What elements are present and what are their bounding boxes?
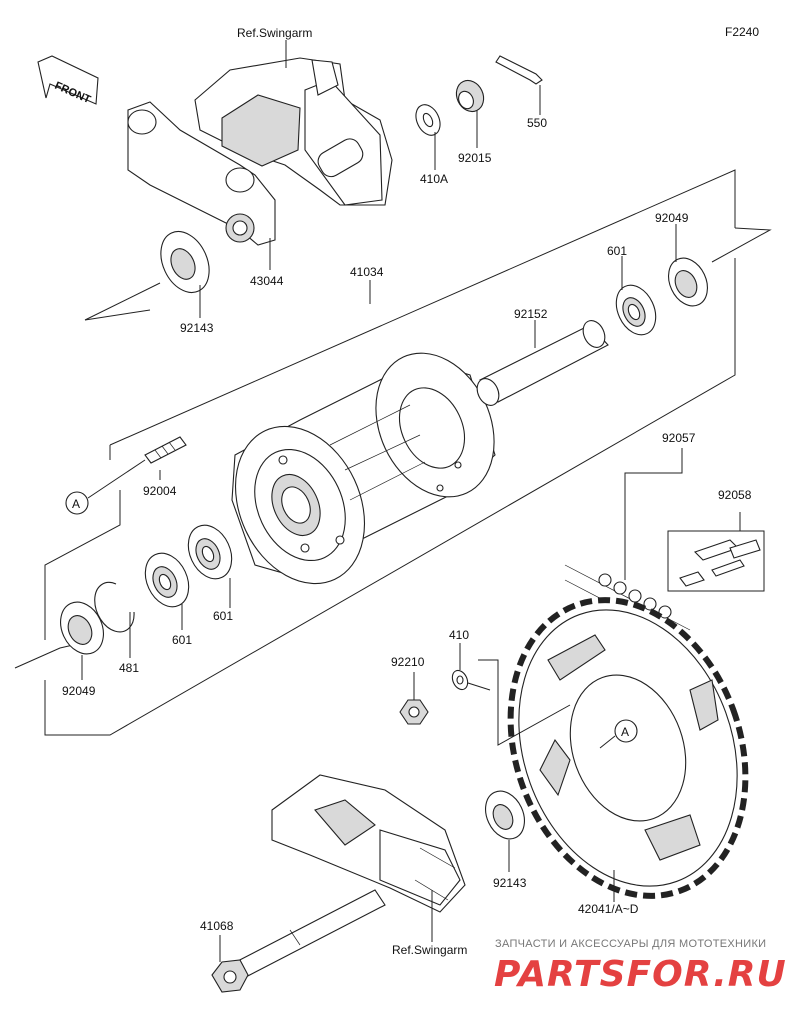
label-92049-top: 92049	[655, 211, 689, 225]
cotter-pin-550	[495, 55, 543, 85]
bearing-601-low	[144, 552, 190, 608]
label-481: 481	[119, 661, 139, 675]
bearing-601-mid	[187, 524, 233, 580]
label-92143-top: 92143	[180, 321, 214, 335]
front-arrow-icon: FRONT	[37, 55, 99, 106]
collar-92143-bottom	[485, 790, 525, 840]
svg-text:PARTSFOR.RU: PARTSFOR.RU	[494, 954, 787, 994]
stud-92004	[144, 436, 187, 464]
label-43044: 43044	[250, 274, 284, 288]
master-link-box	[667, 530, 765, 592]
label-410a: 410A	[420, 172, 448, 186]
callout-a-right-label: A	[621, 725, 629, 739]
label-550: 550	[527, 116, 547, 130]
chain-adjuster-link	[127, 101, 276, 246]
label-92004: 92004	[143, 484, 177, 498]
washer-410	[451, 669, 469, 691]
label-410: 410	[449, 628, 469, 642]
label-92210: 92210	[391, 655, 425, 669]
label-601-low: 601	[172, 633, 192, 647]
bearing-601-top	[615, 284, 657, 336]
label-92057: 92057	[662, 431, 696, 445]
label-92015: 92015	[458, 151, 492, 165]
nut-92015	[455, 79, 485, 113]
oil-seal-92049-top	[668, 257, 708, 307]
swingarm-bottom-adjuster	[271, 774, 466, 913]
axle-41068	[211, 889, 386, 993]
callout-a-right: A	[599, 719, 638, 749]
ref-swingarm-bottom: Ref.Swingarm	[392, 943, 467, 957]
label-92058: 92058	[718, 488, 752, 502]
callout-a-left-label: A	[72, 497, 80, 511]
label-92049-bottom: 92049	[62, 684, 96, 698]
label-92143-bottom: 92143	[493, 876, 527, 890]
callout-a-left: A	[65, 459, 146, 515]
sprocket-42041	[507, 597, 749, 899]
label-41068: 41068	[200, 919, 234, 933]
rear-hub-41034	[231, 352, 496, 585]
swingarm-top-bracket	[194, 57, 393, 206]
spacer-92152	[476, 320, 609, 406]
collar-92143-top	[160, 230, 210, 294]
washer-410a	[415, 104, 441, 136]
watermark-tagline: ЗАПЧАСТИ И АКСЕССУАРЫ ДЛЯ МОТОТЕХНИКИ	[495, 938, 767, 950]
watermark-logo: PARTSFOR.RU	[494, 954, 787, 994]
label-601-top: 601	[607, 244, 627, 258]
label-41034: 41034	[350, 265, 384, 279]
label-601-mid: 601	[213, 609, 233, 623]
nut-92210	[399, 699, 429, 725]
label-92152: 92152	[514, 307, 548, 321]
master-link-92058	[679, 539, 761, 587]
ref-swingarm-top: Ref.Swingarm	[237, 26, 312, 40]
label-42041: 42041/A~D	[578, 902, 639, 916]
diagram-code: F2240	[725, 25, 759, 39]
oil-seal-92049-bottom	[60, 601, 104, 655]
